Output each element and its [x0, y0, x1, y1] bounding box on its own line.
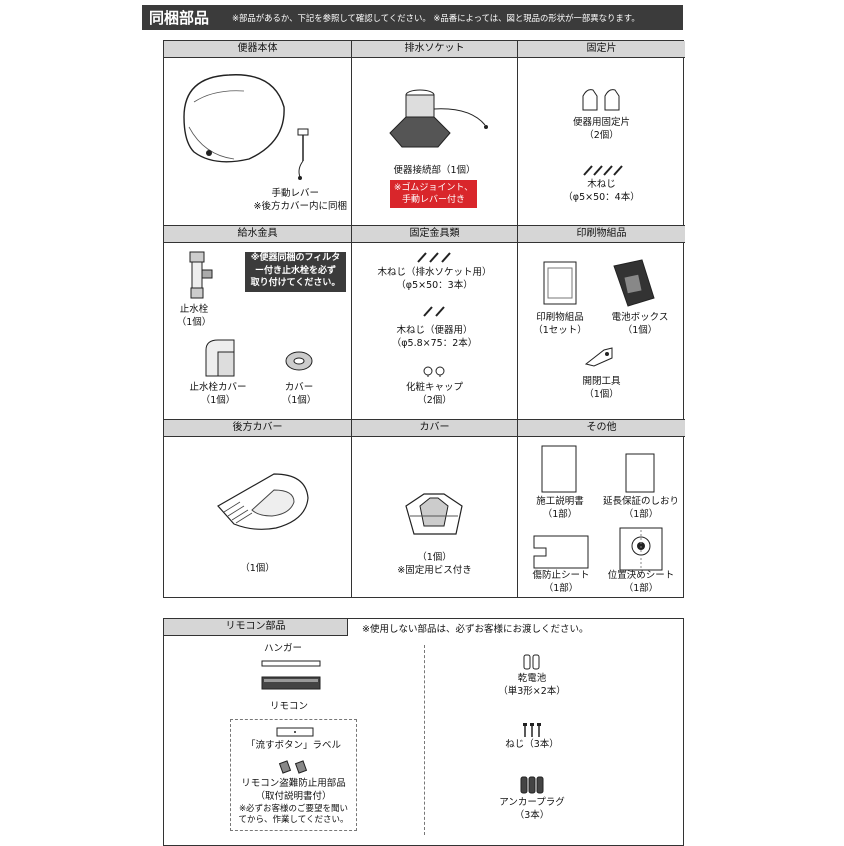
anti-theft-caution: ※必ずお客様のご要望を聞いてから、作業してください。 — [238, 804, 349, 825]
toilet-screw-label: 木ねじ（便器用）（φ5.8×75：2本） — [391, 325, 478, 349]
fixing-piece-illustration — [582, 89, 620, 111]
cell-title: 印刷物組品 — [518, 226, 685, 243]
anti-theft-illustration — [278, 760, 308, 774]
protection-sheet-label: 傷防止シート（1部） — [532, 570, 590, 594]
cell-title: 固定金具類 — [352, 226, 517, 243]
socket-label: 便器接続部（1個） — [393, 165, 476, 176]
anti-theft-group: 「流すボタン」ラベル リモコン盗難防止用部品（取付説明書付） ※必ずお客様のご要… — [230, 719, 357, 831]
battery-box-illustration — [613, 259, 655, 307]
position-sheet-illustration — [619, 527, 663, 571]
toilet-screw-illustration — [423, 306, 445, 317]
valve-label: 止水栓（1個） — [176, 304, 212, 328]
drain-socket-illustration — [389, 89, 488, 148]
stop-valve-illustration — [189, 251, 213, 299]
remote-label: リモコン — [270, 701, 309, 712]
cell-title: 後方カバー — [164, 420, 351, 437]
screw-label: ねじ（3本） — [505, 739, 559, 750]
cover-illustration — [405, 493, 463, 535]
protection-sheet-illustration — [533, 535, 589, 569]
cover-qty-label: （1個）※固定用ビス付き — [397, 552, 472, 576]
parts-grid: 便器本体 手動レバー ※後方カバー内に同梱 排水ソケット 便器接続部（1個） — [163, 40, 685, 598]
socket-red-note: ※ゴムジョイント、 手動レバー付き — [390, 180, 477, 208]
cell-cover: カバー （1個）※固定用ビス付き — [352, 420, 518, 597]
anchor-plug-label: アンカープラグ（3本） — [499, 797, 565, 821]
cell-water-supply: 給水金具 ※便器同梱のフィルタ ー付き止水栓を必ず 取り付けてください。 止水栓… — [164, 226, 352, 420]
cell-drain-socket: 排水ソケット 便器接続部（1個） ※ゴムジョイント、 手動レバー付き — [352, 41, 518, 226]
cover-label: カバー（1個） — [281, 382, 317, 406]
cell-toilet: 便器本体 手動レバー ※後方カバー内に同梱 — [164, 41, 352, 226]
wood-screw-illustration — [583, 165, 623, 176]
socket-screw-illustration — [417, 252, 451, 263]
cell-title: 給水金具 — [164, 226, 351, 243]
cell-title: 固定片 — [518, 41, 685, 58]
position-sheet-label: 位置決めシート（1部） — [607, 570, 675, 594]
cell-fasteners: 固定金具類 木ねじ（排水ソケット用）（φ5×50：3本） 木ねじ（便器用）（φ5… — [352, 226, 518, 420]
section-title: 同梱部品 — [149, 9, 210, 27]
hanger-remote-illustration — [261, 660, 321, 690]
toilet-body-illustration — [183, 74, 285, 163]
wood-screw-label: 木ねじ（φ5×50：4本） — [563, 179, 640, 203]
valve-warning: ※便器同梱のフィルタ ー付き止水栓を必ず 取り付けてください。 — [245, 252, 346, 292]
warranty-label: 延長保証のしおり（1部） — [602, 496, 679, 520]
cover-ring-illustration — [285, 351, 313, 371]
cell-other: その他 施工説明書（1部） 延長保証のしおり（1部） 傷防止シート（1部） 位置… — [518, 420, 685, 597]
screw-illustration — [523, 723, 541, 737]
rear-cover-illustration — [217, 473, 309, 530]
battery-box-label: 電池ボックス（1個） — [611, 312, 669, 336]
opening-tool-label: 開閉工具（1個） — [582, 376, 621, 400]
cell-title: その他 — [518, 420, 685, 437]
cell-fixing: 固定片 便器用固定片（2個） 木ねじ（φ5×50：4本） — [518, 41, 685, 226]
fixing-piece-label: 便器用固定片（2個） — [572, 117, 630, 141]
battery-label: 乾電池（単3形×2本） — [498, 673, 566, 697]
manual-lever-illustration — [297, 128, 309, 180]
battery-illustration — [523, 654, 540, 670]
cell-title: 便器本体 — [164, 41, 351, 58]
cell-rear-cover: 後方カバー （1個） — [164, 420, 352, 597]
rear-cover-qty: （1個） — [240, 563, 275, 574]
valve-cover-illustration — [205, 339, 235, 377]
remocon-note: ※使用しない部品は、必ずお客様にお渡しください。 — [362, 624, 589, 635]
cell-printed: 印刷物組品 印刷物組品（1セット） 電池ボックス（1個） 開閉工具（1個） — [518, 226, 685, 420]
section-header: 同梱部品 ※部品があるか、下記を参照して確認してください。 ※品番によっては、図… — [142, 5, 683, 30]
printed-docs-illustration — [543, 261, 577, 305]
socket-screw-label: 木ねじ（排水ソケット用）（φ5×50：3本） — [377, 267, 492, 291]
flush-button-label-illustration — [276, 727, 314, 737]
cap-label: 化粧キャップ（2個） — [405, 382, 463, 406]
remocon-section: リモコン部品 ※使用しない部品は、必ずお客様にお渡しください。 ハンガー リモコ… — [163, 618, 684, 846]
valve-cover-label: 止水栓カバー（1個） — [189, 382, 247, 406]
section-note: ※部品があるか、下記を参照して確認してください。 ※品番によっては、図と現品の形… — [232, 13, 640, 23]
flush-label: 「流すボタン」ラベル — [245, 740, 341, 751]
cell-title: カバー — [352, 420, 517, 437]
manual-illustration — [541, 445, 577, 493]
manual-label: 施工説明書（1部） — [536, 496, 584, 520]
hanger-label: ハンガー — [264, 643, 303, 654]
opening-tool-illustration — [584, 347, 613, 367]
lever-label: 手動レバー ※後方カバー内に同梱 — [253, 188, 347, 212]
cap-illustration — [423, 366, 445, 377]
remocon-title: リモコン部品 — [164, 619, 348, 636]
section-divider — [424, 645, 425, 835]
cell-title: 排水ソケット — [352, 41, 517, 58]
anti-theft-label: リモコン盗難防止用部品（取付説明書付） — [241, 778, 346, 802]
warranty-illustration — [625, 453, 655, 493]
anchor-plug-illustration — [520, 776, 544, 794]
printed-docs-label: 印刷物組品（1セット） — [533, 312, 587, 336]
